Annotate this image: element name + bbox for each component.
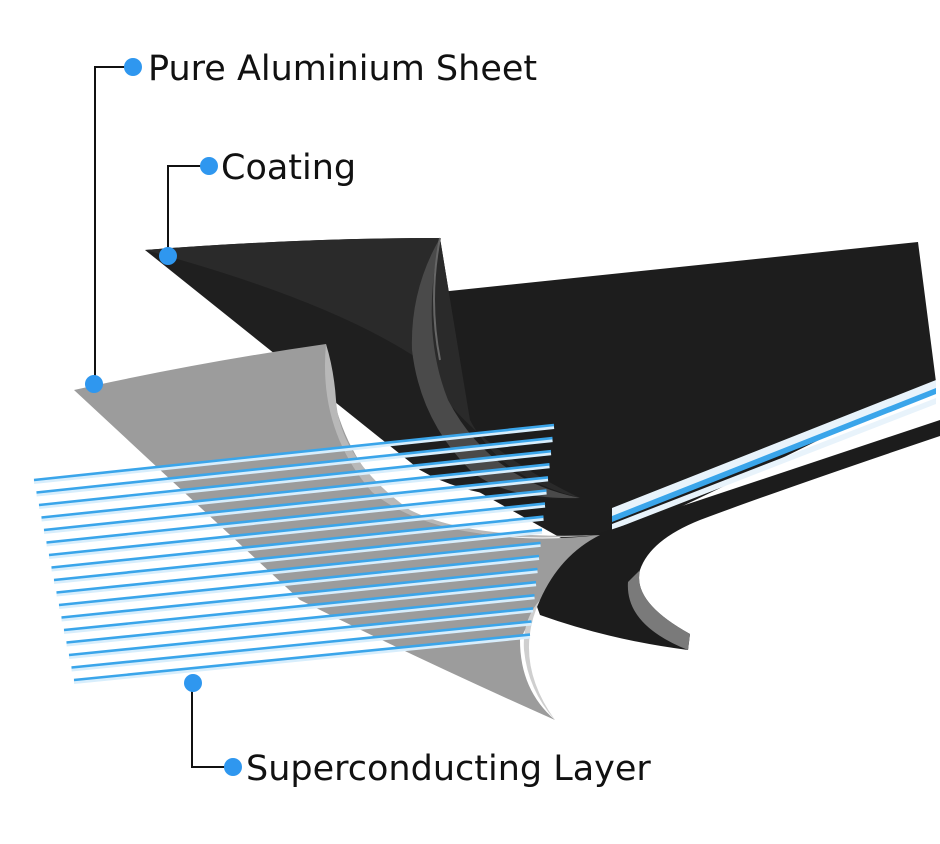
superconducting-stripe [36,436,553,494]
stripe-highlight [43,477,549,534]
superconducting-stripe [33,423,555,482]
leader-line-superconducting [191,684,232,768]
superconducting-dot-end [224,758,242,776]
superconducting-stripe [46,489,547,544]
stripe-highlight [61,569,538,622]
superconducting-stripe [53,528,543,582]
pure-aluminium-sheet-layer [74,344,600,720]
coating-dot-end [200,157,218,175]
stripe-highlight [33,425,555,484]
stripe-highlight [58,556,540,609]
stripe-highlight [46,490,547,547]
superconducting-stripe [71,620,532,669]
superconducting-stripe [68,607,534,657]
black-base-panel [440,242,936,560]
stripe-highlight [66,595,535,647]
superconducting-stripe [66,594,535,644]
superconducting-stripe [48,502,546,557]
stripe-highlight [68,608,534,659]
superconducting-stripe [41,463,550,519]
stripe-highlight [36,438,553,497]
coating-dot-start [159,247,177,265]
stripe-highlight [56,542,541,597]
superconducting-stripe [51,515,544,569]
superconducting-stripe [43,476,549,532]
superconducting-stripe [38,449,552,507]
superconducting-stripe [58,554,540,607]
label-pure-aluminium-sheet: Pure Aluminium Sheet [148,49,537,89]
stripe-highlight [48,503,546,559]
superconducting-stripe [61,567,538,619]
stripe-highlight [53,529,543,584]
marker-dots [85,58,242,776]
aluminium-dot-end [124,58,142,76]
stripe-highlight [73,634,531,684]
label-coating: Coating [221,148,356,188]
superconducting-stripe [56,541,541,594]
superconducting-dot-start [184,674,202,692]
superconducting-stripe [73,633,531,682]
leader-line-coating [167,165,208,256]
stripe-highlight [38,451,552,509]
black-bottom-curl [520,420,940,650]
superconducting-stripe [63,580,537,632]
stripe-highlight [51,516,544,572]
stripe-highlight [71,621,532,672]
label-superconducting-layer: Superconducting Layer [246,749,651,789]
aluminium-dot-start [85,375,103,393]
stripe-highlight [41,464,550,522]
leader-line-aluminium [94,66,132,384]
stripe-highlight [63,582,537,634]
leader-lines [94,66,232,768]
superconducting-layer-stripes [33,423,555,684]
